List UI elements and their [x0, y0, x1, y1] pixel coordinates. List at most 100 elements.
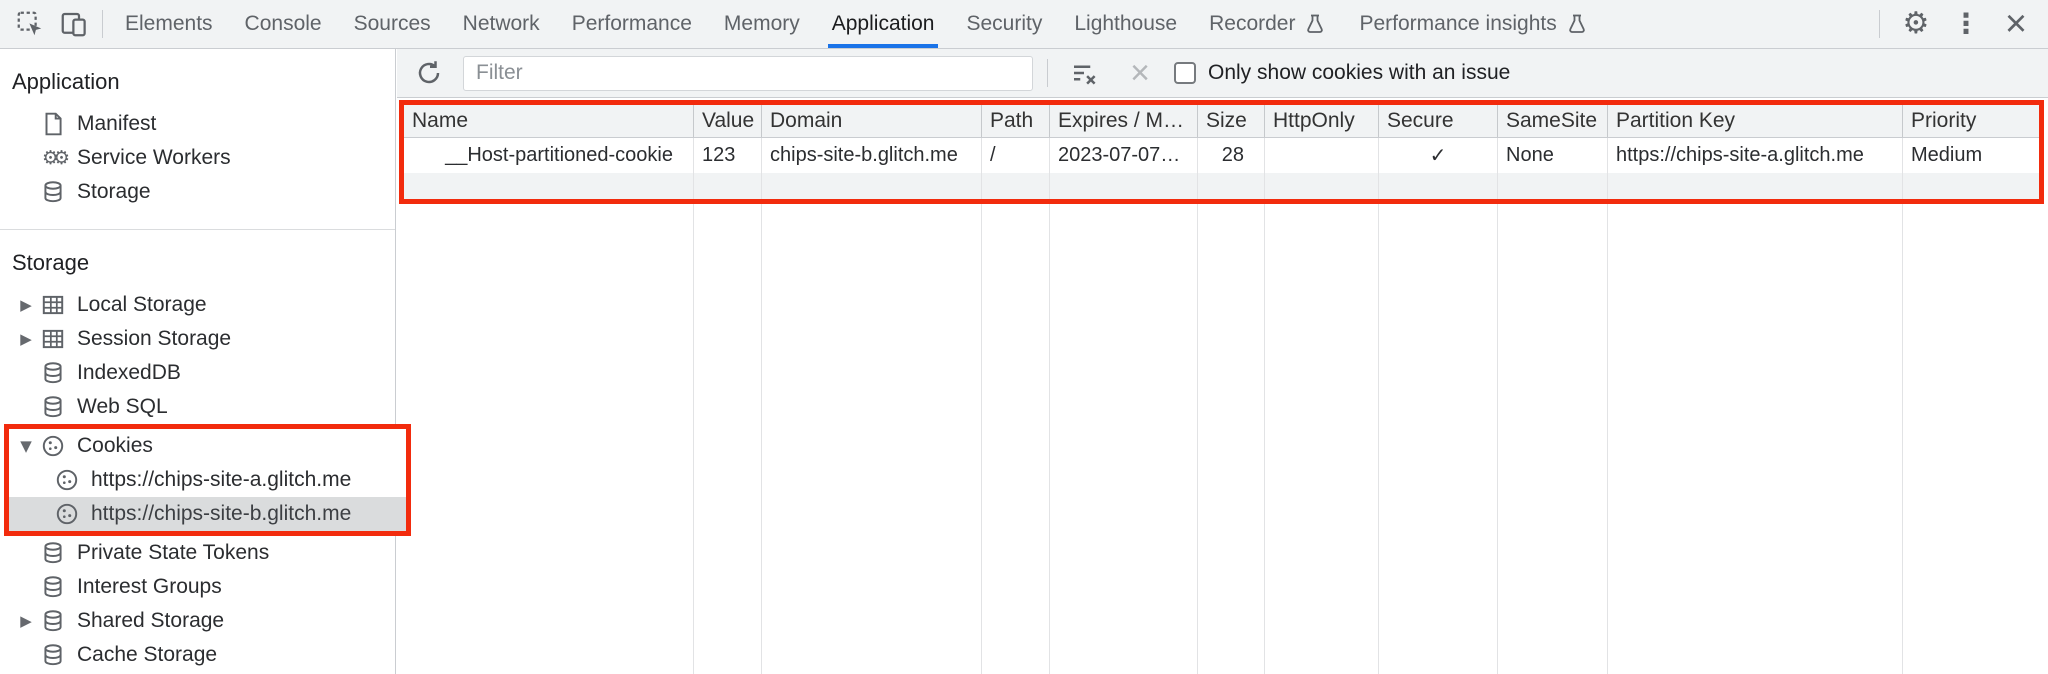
sidebar-item-storage[interactable]: Storage [0, 175, 395, 209]
tab-memory[interactable]: Memory [723, 12, 800, 35]
cookie-table-filler-row [404, 173, 2039, 199]
database-icon [38, 177, 68, 207]
sidebar-item-service-workers[interactable]: ⚙⚙ Service Workers [0, 141, 395, 175]
filter-input[interactable] [463, 55, 1033, 91]
column-header-samesite[interactable]: SameSite [1498, 105, 1608, 137]
inspect-cursor-icon [17, 11, 42, 36]
tab-recorder[interactable]: Recorder [1193, 0, 1343, 48]
flask-icon [1569, 14, 1585, 33]
cell-partition-key[interactable]: https://chips-site-a.glitch.me [1608, 138, 1903, 173]
issue-filter-label[interactable]: Only show cookies with an issue [1208, 61, 1511, 84]
tab-lighthouse[interactable]: Lighthouse [1074, 12, 1178, 35]
chevron-right-icon[interactable]: ▶ [20, 330, 32, 348]
delete-cookie-button[interactable]: × [1118, 56, 1162, 90]
tab-console[interactable]: Console [244, 12, 322, 35]
database-icon [38, 572, 68, 602]
cookies-annotation-box: ▼ Cookies https://chips-site-a.glitch.me… [4, 424, 411, 536]
chevron-right-icon[interactable]: ▶ [20, 612, 32, 630]
column-header-size[interactable]: Size [1198, 105, 1265, 137]
tab-performance[interactable]: Performance [571, 12, 692, 35]
column-header-value[interactable]: Value [694, 105, 762, 137]
sidebar-item-indexeddb[interactable]: IndexedDB [0, 356, 395, 390]
sidebar-item-session-storage[interactable]: ▶ Session Storage [0, 322, 395, 356]
tab-network[interactable]: Network [462, 12, 540, 35]
column-header-domain[interactable]: Domain [762, 105, 982, 137]
clear-filter-button[interactable] [1062, 58, 1106, 88]
more-options-button[interactable]: ⋮ [1944, 10, 1988, 38]
database-icon [38, 640, 68, 670]
toolbar-separator [1879, 10, 1880, 38]
chevron-right-icon[interactable]: ▶ [20, 296, 32, 314]
grid-icon [38, 324, 68, 354]
database-icon [38, 538, 68, 568]
cell-priority[interactable]: Medium [1911, 144, 1983, 166]
cell-httponly[interactable] [1265, 138, 1379, 173]
cookies-toolbar: × Only show cookies with an issue [397, 49, 2048, 98]
delete-icon: × [1130, 54, 1150, 92]
refresh-button[interactable] [407, 58, 451, 88]
cookie-table-annotation-box: Name Value Domain Path Expires / M… Size… [399, 100, 2044, 204]
refresh-icon [418, 61, 440, 84]
column-header-httponly[interactable]: HttpOnly [1265, 105, 1379, 137]
sidebar-item-private-state-tokens[interactable]: Private State Tokens [0, 536, 395, 570]
cell-secure-checkmark[interactable]: ✓ [1379, 138, 1498, 173]
cell-domain[interactable]: chips-site-b.glitch.me [762, 138, 982, 173]
sidebar-item-cookie-site-a[interactable]: https://chips-site-a.glitch.me [9, 463, 406, 497]
sidebar-item-cache-storage[interactable]: Cache Storage [0, 638, 395, 672]
column-header-path[interactable]: Path [982, 105, 1050, 137]
cell-size[interactable]: 28 [1198, 138, 1265, 173]
chevron-down-icon[interactable]: ▼ [20, 437, 32, 455]
tab-application[interactable]: Application [816, 0, 951, 48]
column-header-secure[interactable]: Secure [1379, 105, 1498, 137]
grid-icon [38, 290, 68, 320]
cell-path[interactable]: / [982, 138, 1050, 173]
clear-filter-icon [1074, 65, 1096, 85]
database-icon [38, 606, 68, 636]
cookies-panel: × Only show cookies with an issue Name V… [397, 49, 2048, 674]
gear-icon: ⚙ [1902, 6, 1930, 41]
cookie-icon [52, 499, 82, 529]
cell-value[interactable]: 123 [694, 138, 762, 173]
kebab-menu-icon: ⋮ [1952, 7, 1980, 40]
close-icon: × [2004, 3, 2028, 45]
column-header-priority[interactable]: Priority [1911, 109, 1977, 132]
settings-button[interactable]: ⚙ [1894, 9, 1938, 39]
sidebar-item-shared-storage[interactable]: ▶ Shared Storage [0, 604, 395, 638]
inspect-element-button[interactable] [8, 0, 52, 48]
toolbar-separator [1047, 59, 1048, 87]
sidebar-section-divider [0, 229, 395, 230]
application-sidebar: Application Manifest ⚙⚙ Service Workers … [0, 49, 411, 674]
cookie-table-row[interactable]: __Host-partitioned-cookie 123 chips-site… [404, 138, 2039, 173]
sidebar-section-storage: Storage [12, 250, 90, 275]
cell-expires[interactable]: 2023-07-07… [1050, 138, 1198, 173]
sidebar-item-cookie-site-b[interactable]: https://chips-site-b.glitch.me [9, 497, 406, 531]
device-toolbar-button[interactable] [52, 0, 96, 48]
file-icon [38, 109, 68, 139]
column-header-partition-key[interactable]: Partition Key [1608, 105, 1903, 137]
sidebar-section-application: Application [12, 69, 120, 94]
cell-samesite[interactable]: None [1498, 138, 1608, 173]
sidebar-item-cookies[interactable]: ▼ Cookies [9, 429, 406, 463]
column-header-expires[interactable]: Expires / M… [1050, 105, 1198, 137]
tab-sources[interactable]: Sources [353, 12, 431, 35]
tab-performance-insights[interactable]: Performance insights [1343, 0, 1604, 48]
sidebar-item-local-storage[interactable]: ▶ Local Storage [0, 288, 395, 322]
sidebar-item-manifest[interactable]: Manifest [0, 107, 395, 141]
flask-icon [1307, 14, 1324, 33]
gears-icon: ⚙⚙ [41, 147, 70, 169]
cell-name[interactable]: __Host-partitioned-cookie [404, 138, 694, 173]
sidebar-item-interest-groups[interactable]: Interest Groups [0, 570, 395, 604]
tab-security[interactable]: Security [966, 12, 1043, 35]
database-icon [38, 358, 68, 388]
tab-elements[interactable]: Elements [125, 12, 213, 35]
close-devtools-button[interactable]: × [1994, 5, 2038, 43]
database-icon [38, 392, 68, 422]
issue-filter-checkbox[interactable] [1174, 62, 1196, 84]
column-header-name[interactable]: Name [404, 105, 694, 137]
cookie-table-empty-area [404, 204, 2039, 674]
sidebar-item-web-sql[interactable]: Web SQL [0, 390, 395, 424]
cookie-table-header: Name Value Domain Path Expires / M… Size… [404, 105, 2039, 138]
cookie-icon [52, 465, 82, 495]
tabbar-right-controls: ⚙ ⋮ × [1871, 0, 2048, 48]
